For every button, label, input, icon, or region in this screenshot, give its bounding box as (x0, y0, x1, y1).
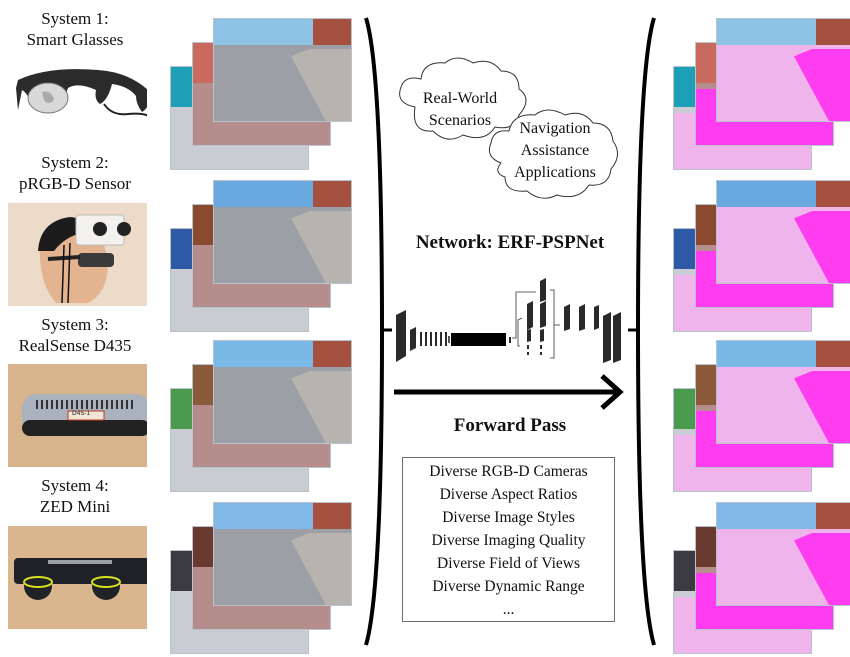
diversity-item: Diverse RGB-D Cameras (429, 463, 588, 480)
cloud-real-world-scenarios (399, 57, 527, 140)
input-frame (213, 180, 352, 284)
realsense-d435-photo: D4S-1 (8, 364, 147, 467)
forward-pass-arrow (394, 374, 624, 410)
segmentation-frame (716, 340, 850, 444)
cloud-1-text: Real-World Scenarios (422, 90, 498, 129)
diversity-item: Diverse Dynamic Range (432, 578, 585, 595)
segmentation-frame (716, 502, 850, 606)
diversity-item: Diverse Aspect Ratios (439, 486, 578, 503)
zed-mini-photo (8, 526, 147, 629)
system-2-label: System 2: pRGB-D Sensor (19, 153, 131, 193)
decoder-output-block-1 (603, 312, 611, 363)
diversity-item: Diverse Image Styles (442, 509, 575, 526)
diversity-item: Diverse Imaging Quality (431, 532, 586, 549)
cloud-2-text: Navigation Assistance Applications (514, 120, 596, 181)
diversity-item: Diverse Field of Views (437, 555, 580, 572)
forward-pass-label: Forward Pass (453, 415, 567, 436)
network-title: Network: ERF-PSPNet (415, 232, 605, 253)
diversity-item-ellipsis: ... (502, 601, 515, 618)
encoder-feature-block (451, 333, 506, 346)
decoder-output-block-2 (613, 312, 621, 363)
system-1-label: System 1: Smart Glasses (26, 9, 124, 49)
segmentation-frame (716, 180, 850, 284)
input-frame (213, 502, 352, 606)
input-frame (213, 340, 352, 444)
segmentation-frame (716, 18, 850, 122)
diversity-list-box: Diverse RGB-D Cameras Diverse Aspect Rat… (402, 457, 615, 622)
cloud-navigation-assistance (488, 109, 618, 199)
system-3-label: System 3: RealSense D435 (18, 315, 132, 355)
encoder-block-2 (410, 327, 416, 351)
left-bracket (364, 17, 392, 646)
pRGBD-sensor-photo (8, 203, 147, 306)
erf-pspnet-architecture-diagram (396, 278, 621, 363)
smart-glasses-image (8, 60, 147, 128)
realsense-sticker-label: D4S-1 (72, 410, 91, 417)
input-frame (213, 18, 352, 122)
system-4-label: System 4: ZED Mini (39, 476, 111, 516)
encoder-input-block (396, 310, 406, 362)
right-bracket (628, 17, 656, 646)
